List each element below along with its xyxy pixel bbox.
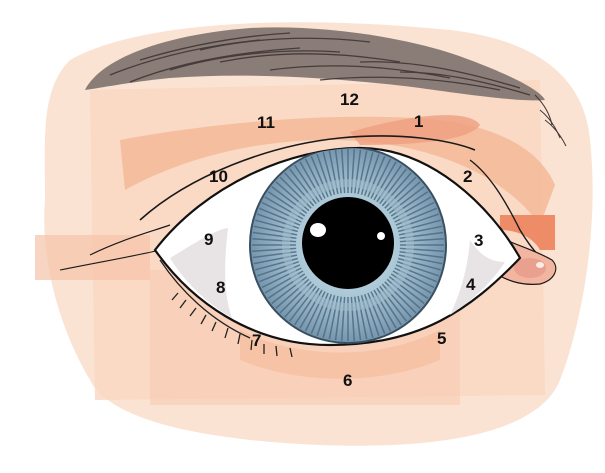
- label-7: 7: [252, 331, 261, 350]
- label-8: 8: [216, 278, 225, 297]
- label-4: 4: [466, 275, 476, 294]
- label-9: 9: [204, 230, 213, 249]
- label-3: 3: [474, 231, 483, 250]
- label-10: 10: [209, 167, 228, 186]
- label-12: 12: [340, 90, 359, 109]
- label-5: 5: [437, 329, 446, 348]
- label-1: 1: [414, 112, 423, 131]
- label-11: 11: [257, 113, 275, 132]
- label-6: 6: [343, 371, 352, 390]
- pupil: [302, 197, 394, 289]
- label-2: 2: [463, 167, 472, 186]
